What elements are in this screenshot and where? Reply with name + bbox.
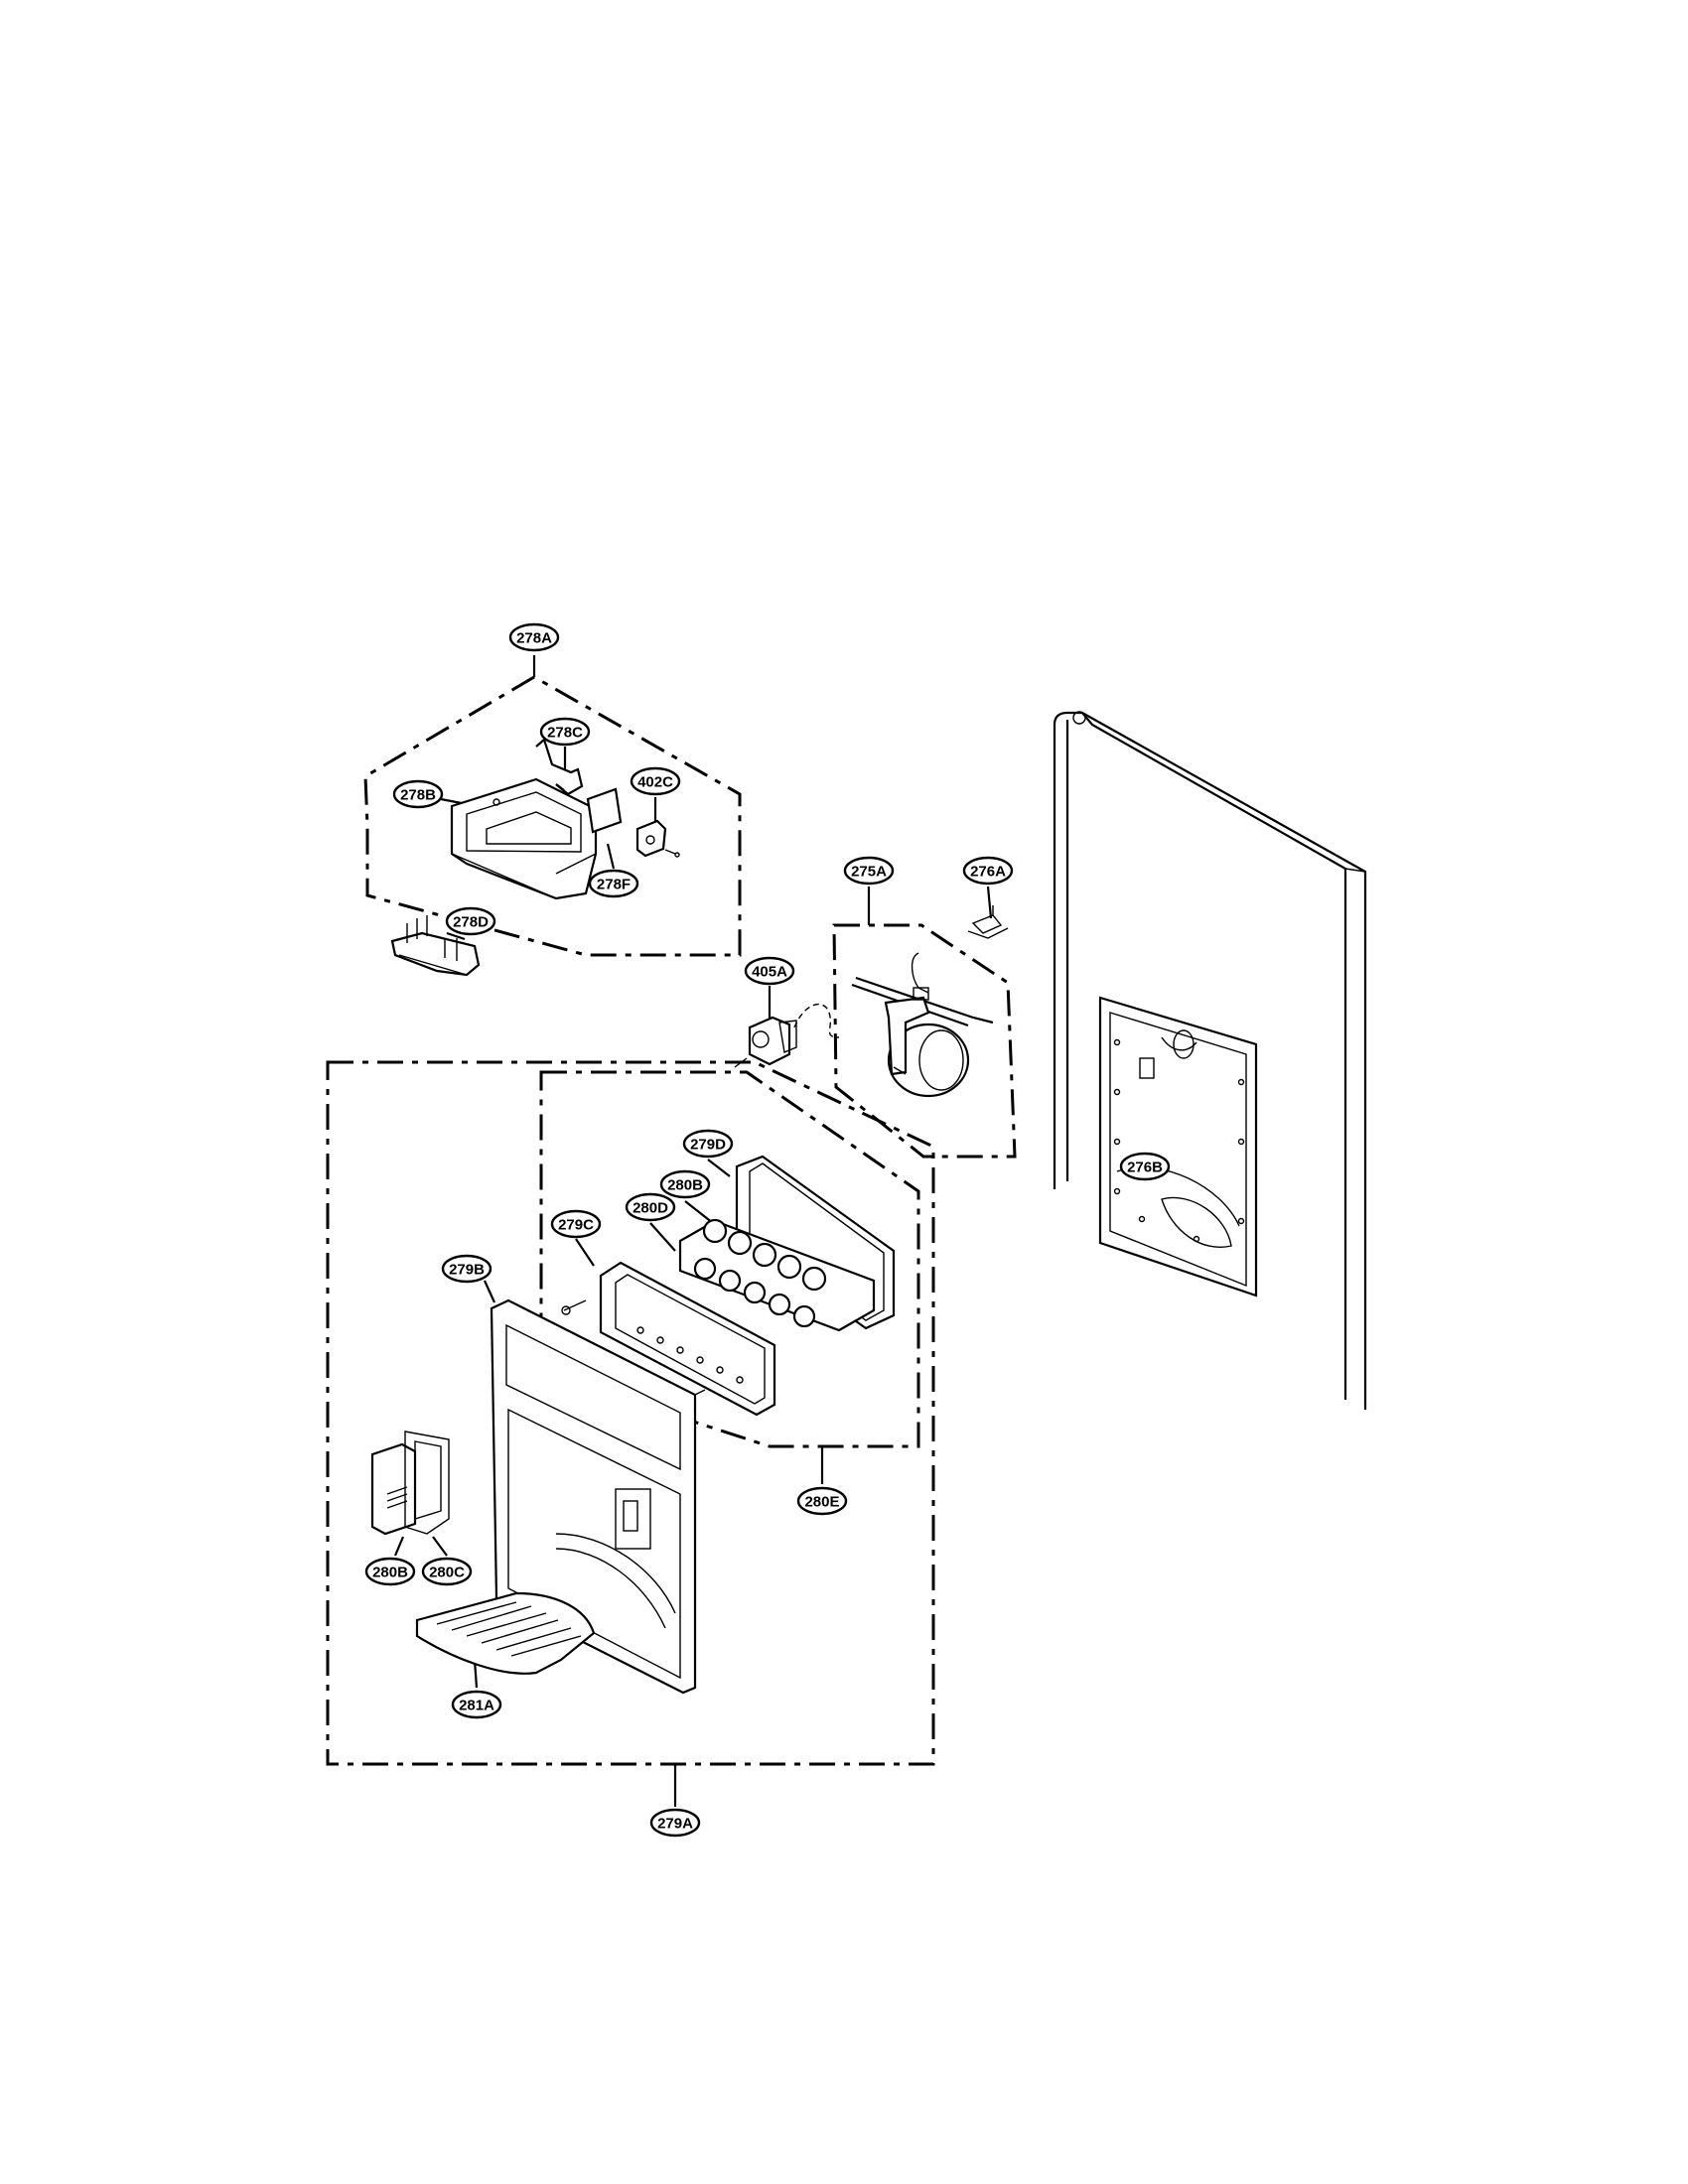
assembly-275A-boundary	[832, 923, 1017, 1159]
callout-text-279C: 279C	[558, 1217, 594, 1234]
callout-text-278C: 278C	[547, 725, 583, 742]
callout-280C: 280C	[421, 1557, 473, 1586]
switch-402C	[635, 819, 680, 858]
callout-279C: 279C	[550, 1209, 602, 1239]
callout-text-280D: 280D	[633, 1200, 668, 1217]
callout-text-281A: 281A	[459, 1698, 494, 1714]
callout-text-280B-cover: 280B	[372, 1565, 408, 1581]
callout-402C: 402C	[630, 766, 681, 796]
callout-text-279B: 279B	[449, 1262, 485, 1279]
assembly-278A-boundary	[363, 675, 742, 957]
motor-assembly-275A	[851, 952, 994, 1098]
callout-text-280B-panel: 280B	[667, 1177, 703, 1194]
callout-text-279A: 279A	[657, 1816, 693, 1833]
callout-280B-panel: 280B	[659, 1169, 711, 1199]
callout-279A: 279A	[649, 1808, 701, 1838]
callout-280B-cover: 280B	[364, 1557, 416, 1586]
callout-281A: 281A	[451, 1690, 502, 1719]
callout-276B: 276B	[1119, 1152, 1171, 1181]
pad-278F	[586, 787, 623, 834]
button-panel-280B-280D	[678, 1218, 876, 1332]
cover-280B-frame-280C	[370, 1431, 450, 1536]
callout-279B: 279B	[441, 1254, 492, 1284]
callout-text-276A: 276A	[970, 864, 1006, 881]
callout-text-276B: 276B	[1127, 1160, 1163, 1176]
callout-text-280C: 280C	[429, 1565, 465, 1581]
assembly-279A-boundary	[326, 1060, 935, 1766]
actuator-278D	[390, 915, 481, 977]
callout-text-402C: 402C	[637, 774, 673, 791]
callout-text-278F: 278F	[597, 877, 631, 893]
clip-278C	[535, 738, 584, 796]
callout-text-280E: 280E	[804, 1494, 839, 1511]
circuit-board-279C	[561, 1261, 776, 1417]
callout-405A: 405A	[744, 956, 795, 986]
callout-text-279D: 279D	[690, 1137, 726, 1154]
callout-text-405A: 405A	[752, 964, 787, 981]
drip-tray-281A	[415, 1591, 596, 1675]
refrigerator-door	[1053, 711, 1367, 1410]
callout-text-278B: 278B	[400, 787, 436, 804]
callout-278C: 278C	[539, 717, 591, 747]
bracket-276A	[967, 905, 1009, 939]
callout-278F: 278F	[588, 869, 639, 898]
callout-text-278D: 278D	[453, 914, 489, 931]
callout-278B: 278B	[392, 779, 444, 809]
housing-278B	[450, 777, 598, 900]
callout-280E: 280E	[796, 1486, 848, 1516]
solenoid-405A	[734, 1003, 840, 1068]
callout-279D: 279D	[682, 1129, 734, 1159]
callout-text-275A: 275A	[851, 864, 887, 881]
callout-text-278A: 278A	[516, 630, 552, 647]
callout-278D: 278D	[445, 906, 496, 936]
callout-276A: 276A	[962, 856, 1014, 886]
callout-280D: 280D	[625, 1192, 676, 1222]
callout-275A: 275A	[843, 856, 895, 886]
callout-278A: 278A	[508, 622, 560, 652]
